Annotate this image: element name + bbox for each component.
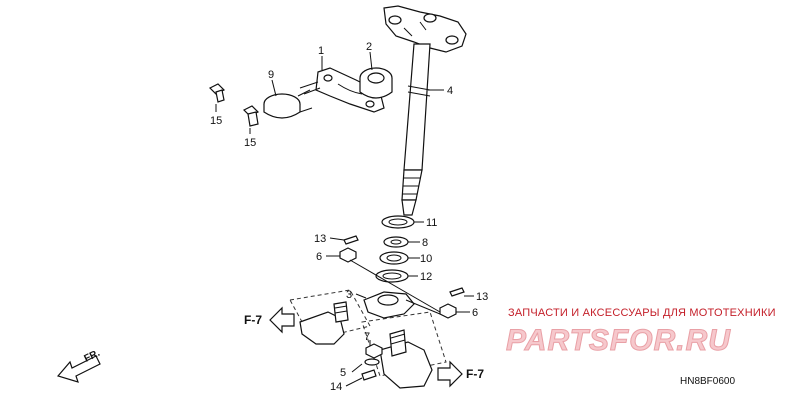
callout-1: 1 <box>318 45 324 57</box>
callout-15-upper: 15 <box>210 115 222 127</box>
tie-rod-end-right <box>361 311 447 389</box>
clamp <box>263 89 313 119</box>
ref-label-right: F-7 <box>466 367 484 381</box>
callout-4: 4 <box>447 85 453 97</box>
watermark-brand: PARTSFOR.RU <box>506 324 731 357</box>
seal-11 <box>381 215 415 229</box>
callout-15-lower: 15 <box>244 137 256 149</box>
callout-3: 3 <box>346 289 352 301</box>
callout-2: 2 <box>366 41 372 53</box>
callout-5: 5 <box>340 367 346 379</box>
nut-7 <box>365 343 383 359</box>
callout-14: 14 <box>330 381 342 393</box>
washer-8 <box>383 236 409 248</box>
bushing <box>359 67 393 99</box>
bolt-15-lower <box>242 105 260 127</box>
callout-6-left: 6 <box>316 251 322 263</box>
ref-label-left: F-7 <box>244 313 262 327</box>
callout-12: 12 <box>420 271 432 283</box>
nut-6-right <box>439 303 457 319</box>
washer-5 <box>364 358 380 366</box>
pitman-arm <box>363 291 441 319</box>
cotter-13-left <box>343 235 359 245</box>
seal-12 <box>375 269 409 283</box>
bearing-holder <box>299 67 385 113</box>
callout-10: 10 <box>420 253 432 265</box>
callout-6-right: 6 <box>472 307 478 319</box>
callout-11: 11 <box>426 217 437 229</box>
ref-arrow-left: F-7 <box>244 306 295 334</box>
cotter-14 <box>361 369 377 381</box>
bearing-10 <box>379 251 409 265</box>
callout-13-right: 13 <box>476 291 488 303</box>
steering-shaft <box>383 5 467 216</box>
front-direction-arrow: FR. <box>56 348 102 383</box>
leader-lines <box>215 51 474 387</box>
bolt-15-upper <box>208 83 226 103</box>
watermark: ЗАПЧАСТИ И АКСЕССУАРЫ ДЛЯ МОТОТЕХНИКИ PA… <box>506 307 776 358</box>
callout-9: 9 <box>268 69 274 81</box>
diagram-code: HN8BF0600 <box>680 376 735 387</box>
callout-13-left: 13 <box>314 233 326 245</box>
watermark-tagline: ЗАПЧАСТИ И АКСЕССУАРЫ ДЛЯ МОТОТЕХНИКИ <box>508 307 776 319</box>
callout-7: 7 <box>364 331 370 343</box>
ref-arrow-right: F-7 <box>437 360 484 388</box>
callout-8: 8 <box>422 237 428 249</box>
tie-rod-end-left <box>289 289 371 345</box>
cotter-13-right <box>449 287 465 297</box>
nut-6-left <box>339 247 357 263</box>
